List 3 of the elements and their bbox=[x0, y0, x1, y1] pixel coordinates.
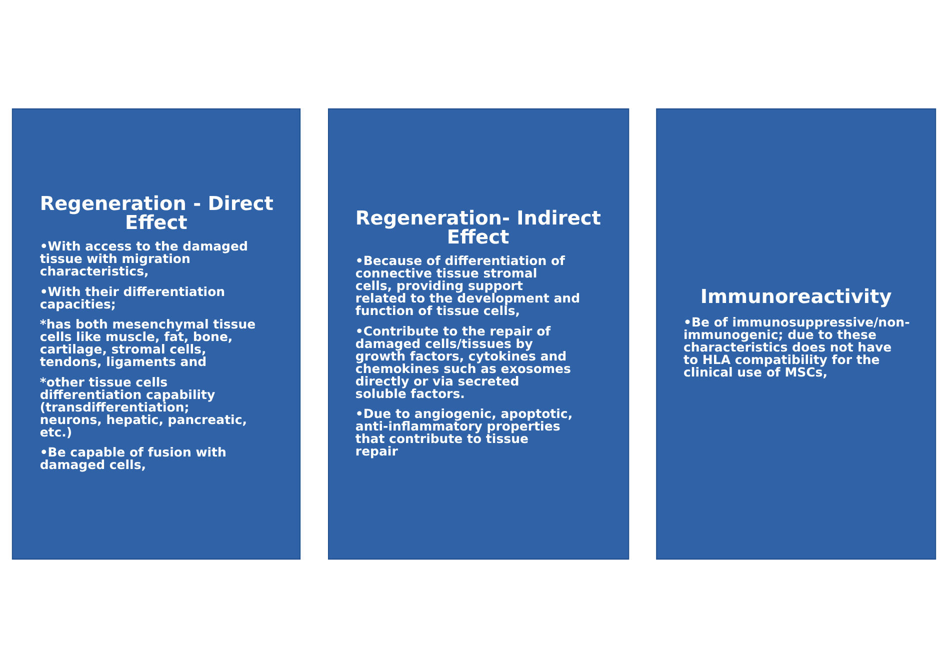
node-box: Regeneration - Direct Effect •With access to the damaged tissue with migration characteristics, •With their differentiation capacities; *has both mesenchymal tissue cells like muscle, fat, bone, cartilage, stromal cells, tendons, ligaments and *other tissue cells differentiation capability (transdifferentiation; neurons, hepatic, pancreatic, etc.) •Be capable of fusion with damaged cells, bbox=[12, 108, 301, 560]
node-box: Immunoreactivity •Be of immunosuppressive/non-immunogenic; due to these characteristics does not have to HLA compatibility for the clinical use of MSCs, bbox=[656, 108, 936, 560]
node-box: Regeneration- Indirect Effect •Because of differentiation of connective tissue stromal cells, providing support related to the development and function of tissue cells, •Contribute to the repair of damaged cells/tissues by growth factors, cytokines and chemokines such as exosomes directly or via secreted soluble factors. •Due to angiogenic, apoptotic, anti-inflammatory properties that contribute to tissue repair bbox=[328, 108, 630, 560]
